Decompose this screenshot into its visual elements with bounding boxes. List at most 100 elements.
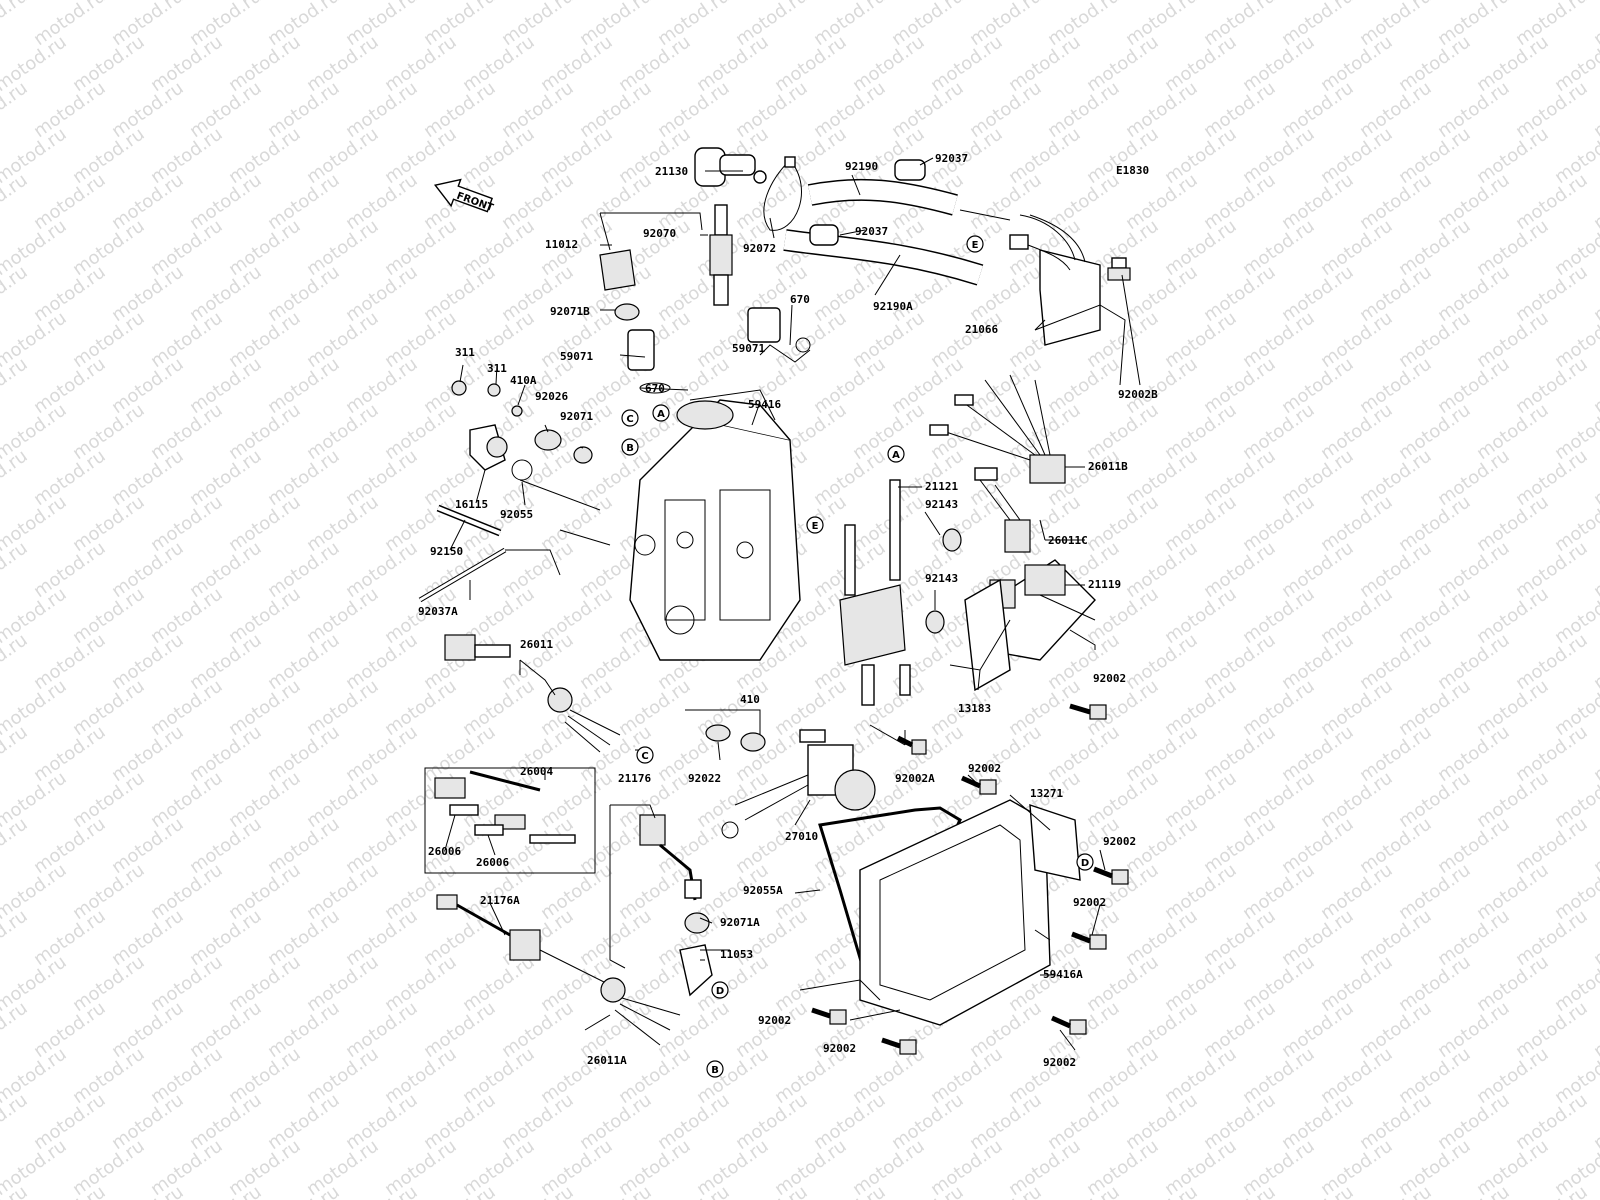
callout-a: A	[887, 445, 905, 463]
watermark-text: motod.ru	[537, 860, 617, 925]
watermark-text: motod.ru	[498, 446, 578, 511]
watermark-text: motod.ru	[420, 262, 500, 327]
watermark-text: motod.ru	[0, 998, 32, 1063]
watermark-text: motod.ru	[1356, 722, 1436, 787]
watermark-text: motod.ru	[1317, 216, 1397, 281]
callout-e: E	[806, 516, 824, 534]
watermark-text: motod.ru	[0, 814, 32, 879]
part-label-59416: 59416	[748, 398, 781, 411]
watermark-text: motod.ru	[342, 906, 422, 971]
watermark-text: motod.ru	[342, 538, 422, 603]
watermark-text: motod.ru	[381, 952, 461, 1017]
watermark-text: motod.ru	[1044, 170, 1124, 235]
watermark-text: motod.ru	[576, 630, 656, 695]
part-label-13271: 13271	[1030, 787, 1063, 800]
part-label-92002: 92002	[823, 1042, 856, 1055]
watermark-text: motod.ru	[888, 78, 968, 143]
watermark-text: motod.ru	[966, 998, 1046, 1063]
watermark-text: motod.ru	[1083, 400, 1163, 465]
watermark-text: motod.ru	[849, 32, 929, 97]
watermark-text: motod.ru	[1044, 1090, 1124, 1155]
watermark-text: motod.ru	[264, 170, 344, 235]
watermark-text: motod.ru	[966, 78, 1046, 143]
watermark-text: motod.ru	[1044, 78, 1124, 143]
watermark-text: motod.ru	[1473, 32, 1553, 97]
callout-a: A	[652, 404, 670, 422]
watermark-text: motod.ru	[1278, 354, 1358, 419]
watermark-text: motod.ru	[654, 78, 734, 143]
watermark-text: motod.ru	[1044, 354, 1124, 419]
watermark-text: motod.ru	[1083, 32, 1163, 97]
watermark-text: motod.ru	[342, 814, 422, 879]
watermark-text: motod.ru	[303, 400, 383, 465]
watermark-text: motod.ru	[1356, 1090, 1436, 1155]
watermark-text: motod.ru	[1512, 446, 1592, 511]
watermark-text: motod.ru	[108, 722, 188, 787]
watermark-text: motod.ru	[225, 860, 305, 925]
part-label-410a: 410A	[510, 374, 537, 387]
part-label-92071a: 92071A	[720, 916, 760, 929]
watermark-text: motod.ru	[147, 124, 227, 189]
plate-13271	[1029, 804, 1081, 881]
watermark-text: motod.ru	[810, 1090, 890, 1155]
watermark-text: motod.ru	[0, 262, 32, 327]
watermark-text: motod.ru	[0, 1090, 32, 1155]
watermark-text: motod.ru	[1200, 906, 1280, 971]
watermark-text: motod.ru	[849, 308, 929, 373]
watermark-text: motod.ru	[459, 216, 539, 281]
watermark-text: motod.ru	[186, 1090, 266, 1155]
watermark-text: motod.ru	[576, 998, 656, 1063]
watermark-text: motod.ru	[1434, 1090, 1514, 1155]
watermark-text: motod.ru	[1278, 446, 1358, 511]
watermark-text: motod.ru	[498, 538, 578, 603]
watermark-text: motod.ru	[147, 1044, 227, 1109]
bracket-11053	[679, 944, 713, 997]
watermark-text: motod.ru	[1590, 998, 1600, 1063]
watermark-text: motod.ru	[1161, 676, 1241, 741]
watermark-text: motod.ru	[537, 124, 617, 189]
part-label-21121: 21121	[925, 480, 958, 493]
watermark-text: motod.ru	[108, 630, 188, 695]
watermark-text: motod.ru	[1395, 952, 1475, 1017]
part-label-26011b: 26011B	[1088, 460, 1128, 473]
watermark-text: motod.ru	[1083, 1044, 1163, 1109]
watermark-text: motod.ru	[576, 1090, 656, 1155]
watermark-text: motod.ru	[303, 216, 383, 281]
damper-92143-top	[942, 528, 962, 552]
watermark-text: motod.ru	[1473, 768, 1553, 833]
watermark-text: motod.ru	[1161, 308, 1241, 373]
watermark-text: motod.ru	[615, 124, 695, 189]
bolt-92002-l2	[881, 1037, 917, 1055]
watermark-text: motod.ru	[693, 32, 773, 97]
watermark-text: motod.ru	[1122, 998, 1202, 1063]
part-label-26004: 26004	[520, 765, 553, 778]
watermark-text: motod.ru	[381, 768, 461, 833]
watermark-text: motod.ru	[771, 32, 851, 97]
watermark-text: motod.ru	[69, 676, 149, 741]
part-label-13183: 13183	[958, 702, 991, 715]
watermark-text: motod.ru	[0, 354, 32, 419]
gasket-92026	[534, 429, 562, 451]
watermark-text: motod.ru	[1200, 722, 1280, 787]
watermark-text: motod.ru	[1317, 860, 1397, 925]
nut-311-right	[487, 383, 501, 397]
watermark-text: motod.ru	[186, 446, 266, 511]
watermark-text: motod.ru	[615, 32, 695, 97]
cover-59416a	[859, 799, 1051, 1026]
svg-text:D: D	[1081, 858, 1089, 869]
watermark-text: motod.ru	[0, 446, 32, 511]
watermark-text: motod.ru	[771, 124, 851, 189]
clip-92037-top	[894, 159, 926, 181]
callout-b: B	[621, 438, 639, 456]
bolt-92002-r2	[1071, 931, 1107, 950]
watermark-text: motod.ru	[381, 1136, 461, 1200]
watermark-text: motod.ru	[1395, 584, 1475, 649]
watermark-text: motod.ru	[342, 78, 422, 143]
watermark-text: motod.ru	[1200, 814, 1280, 879]
watermark-text: motod.ru	[264, 630, 344, 695]
watermark-text: motod.ru	[1473, 860, 1553, 925]
watermark-text: motod.ru	[264, 998, 344, 1063]
watermark-text: motod.ru	[264, 262, 344, 327]
watermark-text: motod.ru	[30, 446, 110, 511]
